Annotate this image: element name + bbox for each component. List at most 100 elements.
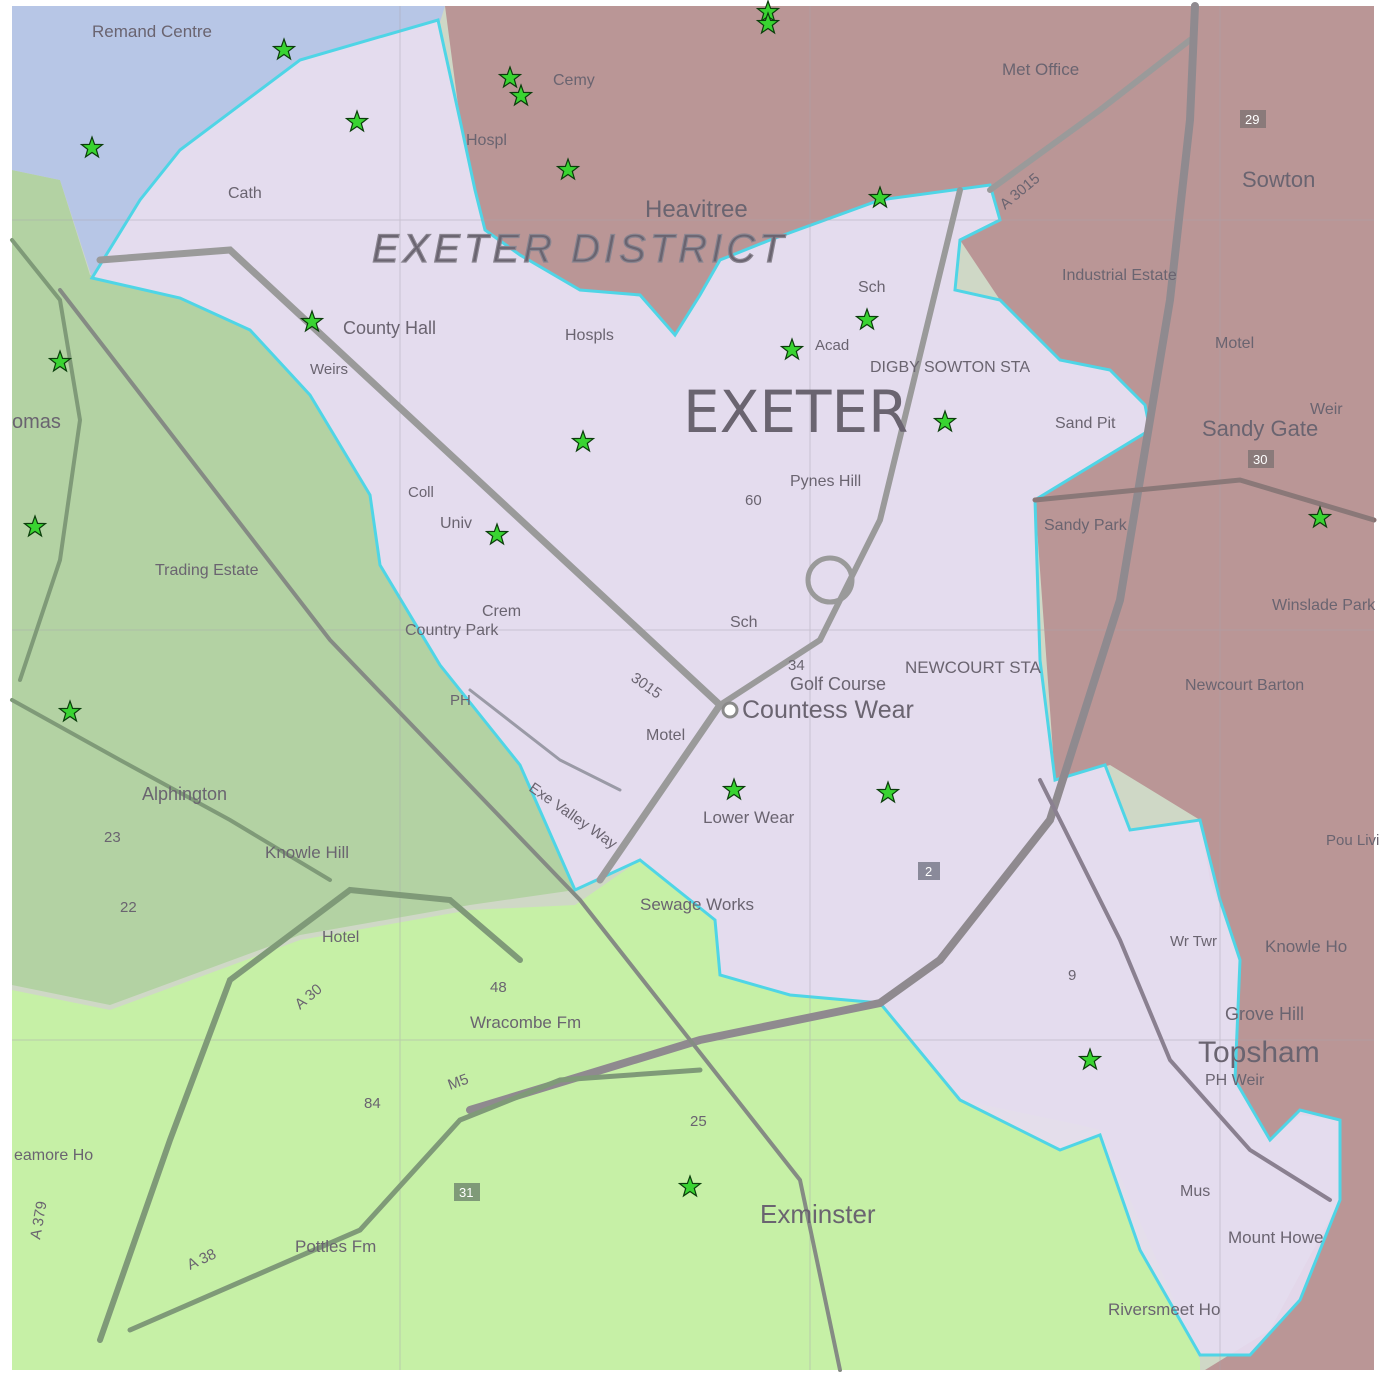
label-wracombe-fm: Wracombe Fm: [470, 1013, 581, 1032]
label-84: 84: [364, 1095, 381, 1112]
label-sewage-works: Sewage Works: [640, 895, 754, 914]
label-winslade-park: Winslade Park: [1272, 597, 1376, 614]
green-star-icon[interactable]: [47, 349, 73, 373]
north-west-region: [12, 6, 445, 278]
label-wr-twr: Wr Twr: [1170, 933, 1217, 950]
label-a379: A 379: [27, 1200, 50, 1241]
green-star-icon[interactable]: [497, 65, 523, 89]
label-pynes-hill: Pynes Hill: [790, 473, 861, 490]
label-motel: Motel: [646, 727, 685, 744]
label-weirs: Weirs: [310, 361, 348, 378]
junction-2: 2: [925, 864, 932, 879]
green-star-icon[interactable]: [484, 522, 510, 546]
label-exeter-district: EXETER DISTRICT: [372, 227, 788, 271]
label-25: 25: [690, 1113, 707, 1130]
road-topsham: [1038, 778, 1332, 1202]
label-newcourt-barton: Newcourt Barton: [1185, 677, 1304, 694]
green-star-icon[interactable]: [932, 409, 958, 433]
road-a30-west: [10, 238, 83, 682]
green-star-icon[interactable]: [875, 780, 901, 804]
junction-31: 31: [459, 1185, 473, 1200]
label-exminster: Exminster: [760, 1199, 876, 1229]
label-sandy-gate: Sandy Gate: [1202, 416, 1318, 441]
green-star-icon[interactable]: [299, 309, 325, 333]
green-star-icon[interactable]: [271, 37, 297, 61]
green-star-icon[interactable]: [344, 109, 370, 133]
label-m5: M5: [446, 1071, 471, 1094]
label-county-hall: County Hall: [343, 318, 436, 338]
label-univ: Univ: [440, 515, 472, 532]
label-23: 23: [104, 829, 121, 846]
label-acad: Acad: [815, 337, 849, 354]
south-region: [12, 860, 1200, 1370]
label-sand-pit: Sand Pit: [1055, 415, 1116, 432]
label-grove-hill: Grove Hill: [1225, 1004, 1304, 1024]
label-9: 9: [1068, 967, 1076, 984]
label-industrial-estate: Industrial Estate: [1062, 267, 1177, 284]
label-pou-livi: Pou Livi: [1326, 832, 1379, 849]
label-60: 60: [745, 492, 762, 509]
label-knowle-ho: Knowle Ho: [1265, 937, 1347, 956]
south-west-region: [12, 170, 575, 1005]
label-countess-wear: Countess Wear: [742, 696, 914, 724]
label-ph: PH: [450, 692, 471, 709]
road-a30-north: [987, 37, 1193, 193]
label-weir: Weir: [1310, 401, 1343, 418]
green-star-icon[interactable]: [57, 699, 83, 723]
east-region: [445, 6, 1374, 1370]
label-cemy: Cemy: [553, 72, 595, 89]
label-knowle-hill: Knowle Hill: [265, 843, 349, 862]
label-hotel: Hotel: [322, 929, 359, 946]
green-star-icon[interactable]: [79, 135, 105, 159]
label-golf-course: Golf Course: [790, 674, 886, 694]
label-riversmeet-ho: Riversmeet Ho: [1108, 1300, 1220, 1319]
label-motel-east: Motel: [1215, 335, 1254, 352]
road-east: [1032, 477, 1377, 523]
green-star-icon[interactable]: [570, 429, 596, 453]
green-star-icon[interactable]: [508, 83, 534, 107]
label-mount-howe: Mount Howe: [1228, 1228, 1323, 1247]
green-star-icon[interactable]: [1307, 505, 1333, 529]
label-sowton: Sowton: [1242, 167, 1315, 192]
green-star-icon[interactable]: [22, 514, 48, 538]
label-sandy-park: Sandy Park: [1044, 517, 1128, 534]
green-star-icon[interactable]: [677, 1174, 703, 1198]
label-ph-weir: PH Weir: [1205, 1072, 1265, 1089]
label-pottles-fm: Pottles Fm: [295, 1237, 376, 1256]
road-exe-valley: [468, 688, 622, 792]
label-country-park: Country Park: [405, 622, 499, 639]
label-lower-wear: Lower Wear: [703, 808, 795, 827]
label-mus: Mus: [1180, 1183, 1210, 1200]
label-hospl: Hospl: [466, 132, 507, 149]
label-48: 48: [490, 979, 507, 996]
label-22: 22: [120, 899, 137, 916]
label-newcourt-sta: NEWCOURT STA: [905, 658, 1042, 677]
rail-line: [58, 288, 842, 1372]
green-star-icon[interactable]: [721, 777, 747, 801]
green-star-icon[interactable]: [755, 11, 781, 35]
label-omas: omas: [12, 411, 61, 433]
green-star-icon[interactable]: [867, 185, 893, 209]
green-star-icon[interactable]: [779, 337, 805, 361]
green-star-icon[interactable]: [1077, 1047, 1103, 1071]
junction-29: 29: [1245, 112, 1259, 127]
roads: [10, 2, 1377, 1372]
exeter-district-area: [89, 18, 1342, 1357]
green-star-icon[interactable]: [555, 157, 581, 181]
label-eamore-ho: eamore Ho: [14, 1147, 93, 1164]
label-met-office: Met Office: [1002, 60, 1079, 79]
road-a3015: [96, 246, 725, 884]
road-a38: [97, 886, 523, 1343]
label-coll: Coll: [408, 484, 434, 501]
green-star-icon[interactable]: [854, 307, 880, 331]
label-topsham: Topsham: [1198, 1036, 1320, 1069]
junction-30: 30: [1253, 452, 1267, 467]
junction-badges: 29 30 31 2: [454, 110, 1274, 1201]
label-digby-sowton-sta: DIGBY SOWTON STA: [870, 359, 1030, 376]
label-trading-estate: Trading Estate: [155, 562, 259, 579]
site-markers: [22, 0, 1333, 1198]
label-crem: Crem: [482, 603, 521, 620]
label-sch-north: Sch: [858, 279, 886, 296]
